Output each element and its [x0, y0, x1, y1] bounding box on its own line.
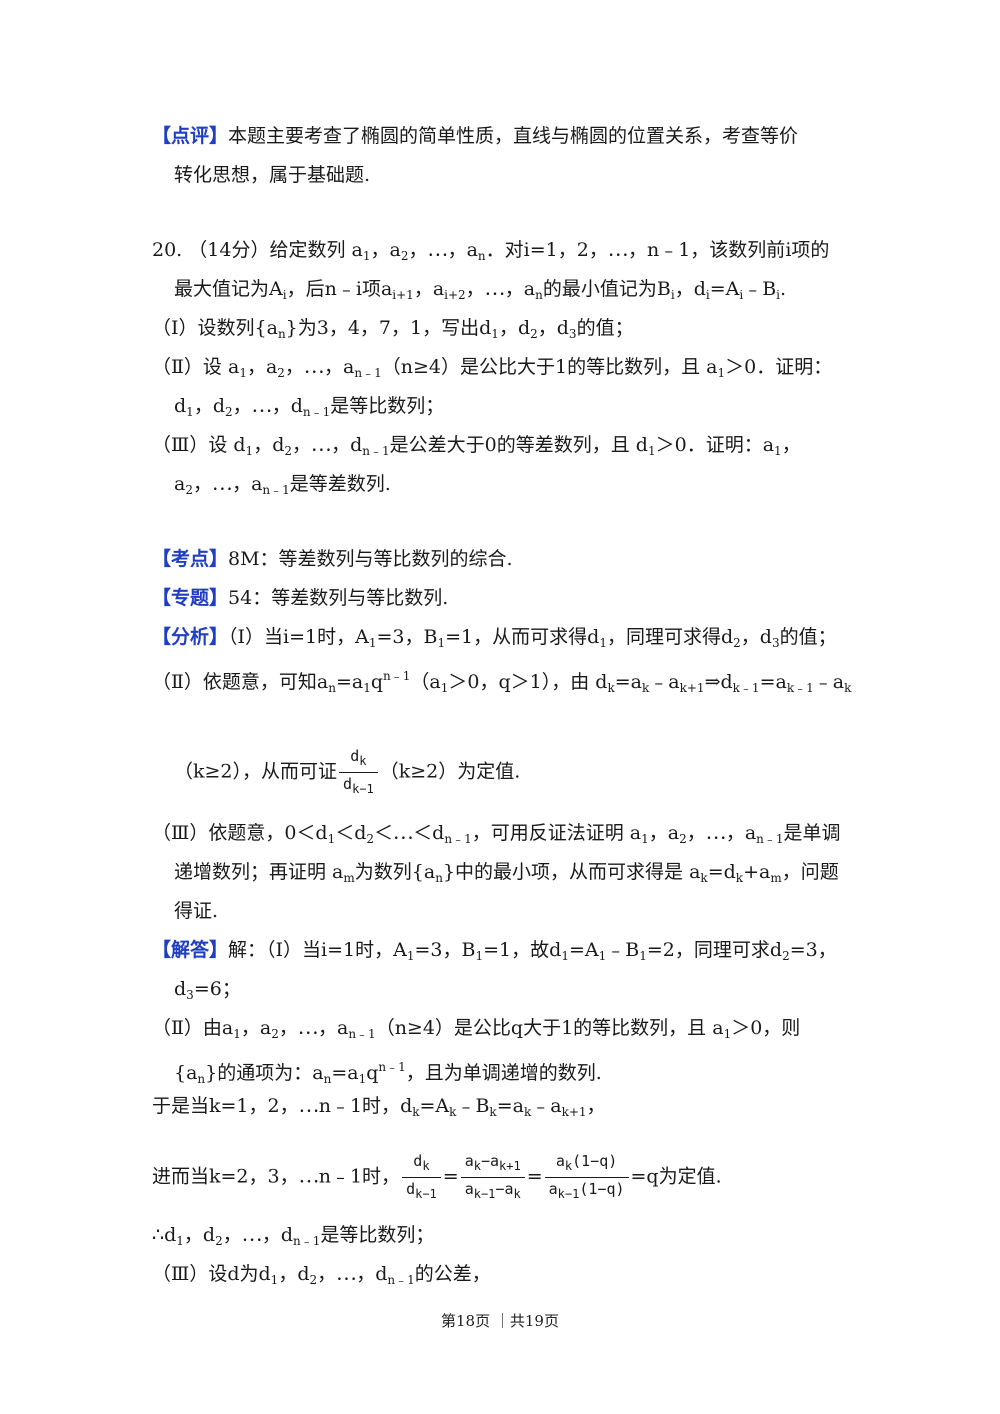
jieda-l6-a: 进而当k=2，3，⋯n﹣1时，: [152, 1165, 401, 1188]
problem-intro-d: 项的: [791, 239, 830, 261]
jieda-l4-b: ，且为单调递增的数列.: [405, 1062, 602, 1084]
jieda-l1-b: ，故: [511, 939, 550, 961]
jieda-line-8: （Ⅲ）设d为d1，d2，⋯，dn﹣1的公差，: [152, 1263, 491, 1287]
zhuanti-text: 54：等差数列与等比数列.: [228, 587, 449, 609]
jieda-l1-c: ，同理可求: [674, 939, 770, 961]
kaodian-line: 【考点】8M：等差数列与等比数列的综合.: [152, 546, 513, 572]
fenxi-tag: 【分析】: [152, 626, 229, 648]
fenxi-l3-a: （k≥2），从而可证: [174, 760, 338, 783]
problem-number: 20.: [152, 239, 183, 261]
jieda-l8-a: （Ⅲ）设d为: [152, 1263, 259, 1285]
jieda-line-1: 【解答】解：（Ⅰ）当i=1时，A1=3，B1=1，故d1=A1﹣B1=2，同理可…: [152, 939, 837, 963]
zhuanti-tag: 【专题】: [152, 587, 229, 609]
fenxi-l1-c: ，同理可求得: [606, 626, 721, 648]
jieda-l1-a: 解：（Ⅰ）当i=1时，: [228, 939, 394, 961]
jieda-line-7: ∴d1，d2，⋯，dn﹣1是等比数列；: [152, 1224, 435, 1248]
part-1-text: 设数列{a: [197, 317, 278, 339]
part-2-end: 证明：: [775, 356, 833, 378]
fenxi-l6: 得证.: [174, 900, 219, 922]
problem-intro-c: ，该数列前: [690, 239, 786, 261]
part-3-end: 证明：: [705, 434, 763, 456]
problem-part-1: （Ⅰ）设数列{an}为3，4，7，1，写出d1，d2，d3的值；: [152, 317, 634, 341]
part-3-rest: 是公差大于0的等差数列，且: [389, 434, 630, 456]
fenxi-l5-d: ，问题: [781, 861, 839, 883]
problem-max-d: 的最小值记为: [542, 278, 657, 300]
part-2-line-2: 是等比数列；: [330, 395, 445, 417]
problem-part-2-line-2: d1，d2，⋯，dn﹣1是等比数列；: [174, 395, 445, 419]
part-2-label: （Ⅱ）: [152, 356, 203, 378]
problem-intro: 给定数列: [269, 239, 346, 261]
part-1-end: 的值；: [576, 317, 634, 339]
kaodian-text: 8M：等差数列与等比数列的综合.: [228, 548, 513, 570]
kaodian-tag: 【考点】: [152, 548, 229, 570]
jieda-l6-b: =q为定值.: [630, 1165, 722, 1188]
comment-tag: 【点评】: [152, 125, 229, 147]
jieda-l3-c: ，则: [762, 1017, 801, 1039]
jieda-l4-a: }的通项为：: [205, 1062, 313, 1084]
fenxi-l5-b: 为数列{a: [354, 861, 436, 883]
fenxi-l3-b: （k≥2）为定值.: [379, 760, 521, 783]
fenxi-l2-b: ，由: [551, 671, 590, 693]
problem-max-b: ，后: [286, 278, 325, 300]
part-2-rest: （n≥4）是公比大于1的等比数列，且: [381, 356, 701, 378]
fenxi-l1-d: 的值；: [779, 626, 837, 648]
jieda-l3-b: （n≥4）是公比q大于1的等比数列，且: [375, 1017, 707, 1039]
zhuanti-line: 【专题】54：等差数列与等比数列.: [152, 585, 448, 611]
part-1-label: （Ⅰ）: [152, 317, 198, 339]
fenxi-line-2: （Ⅱ）依题意，可知an=a1qn﹣1（a1＞0，q＞1），由 dk=ak﹣ak+…: [152, 669, 852, 695]
jieda-l8-b: 的公差，: [414, 1263, 491, 1285]
fenxi-line-5: 递增数列；再证明 am为数列{an}中的最小项，从而可求得是 ak=dk+am，…: [174, 861, 839, 885]
problem-score: （14分）: [188, 239, 270, 261]
fenxi-line-1: 【分析】（Ⅰ）当i=1时，A1=3，B1=1，从而可求得d1，同理可求得d2，d…: [152, 626, 837, 650]
part-2-text: 设: [202, 356, 222, 378]
problem-part-2: （Ⅱ）设 a1，a2，⋯，an﹣1（n≥4）是公比大于1的等比数列，且 a1＞0…: [152, 356, 833, 380]
fenxi-l1-b: ，从而可求得: [473, 626, 588, 648]
page-footer: 第18页 ｜共19页: [441, 1312, 559, 1330]
fenxi-l4-b: ，可用反证法证明: [471, 822, 624, 844]
problem-intro-b: 对: [504, 239, 524, 261]
jieda-line-5: 于是当k=1，2，⋯n﹣1时，dk=Ak﹣Bk=ak﹣ak+1，: [152, 1095, 606, 1119]
comment-text-2: 转化思想，属于基础题.: [174, 164, 371, 186]
comment-line-2: 转化思想，属于基础题.: [174, 162, 370, 188]
part-1-rest: }为3，4，7，1，写出: [285, 317, 480, 339]
fenxi-line-4: （Ⅲ）依题意，0＜d1＜d2＜⋯＜dn﹣1，可用反证法证明 a1，a2，⋯，an…: [152, 822, 841, 846]
fenxi-l4-a: （Ⅲ）依题意，: [152, 822, 285, 844]
part-3-text: 设: [208, 434, 228, 456]
jieda-l7: 是等比数列；: [320, 1224, 435, 1246]
fenxi-l1-a: （Ⅰ）当i=1时，: [228, 626, 356, 648]
problem-part-3: （Ⅲ）设 d1，d2，⋯，dn﹣1是公差大于0的等差数列，且 d1＞0．证明：a…: [152, 434, 801, 458]
comment-line-1: 【点评】本题主要考查了椭圆的简单性质，直线与椭圆的位置关系，考查等价: [152, 123, 798, 149]
problem-part-3-line-2: a2，⋯，an﹣1是等差数列.: [174, 473, 391, 497]
part-3-line-2: 是等差数列.: [289, 473, 391, 495]
fenxi-l5-a: 递增数列；再证明: [174, 861, 327, 883]
jieda-line-4: {an}的通项为：an=a1qn﹣1，且为单调递增的数列.: [174, 1060, 602, 1086]
problem-line-2: 最大值记为Ai，后n﹣i项ai+1，ai+2，⋯，an的最小值记为Bi，di=A…: [174, 278, 787, 302]
comment-text-1: 本题主要考查了椭圆的简单性质，直线与椭圆的位置关系，考查等价: [228, 125, 799, 147]
jieda-l5-a: 于是当k=1，2，⋯n﹣1时，: [152, 1095, 401, 1117]
jieda-line-3: （Ⅱ）由a1，a2，⋯，an﹣1（n≥4）是公比q大于1的等比数列，且 a1＞0…: [152, 1017, 801, 1041]
fenxi-line-6: 得证.: [174, 898, 218, 924]
jieda-l3-a: （Ⅱ）由: [152, 1017, 222, 1039]
part-3-label: （Ⅲ）: [152, 434, 209, 456]
fenxi-l5-c: }中的最小项，从而可求得是: [442, 861, 684, 883]
problem-max-c: 项: [361, 278, 381, 300]
jieda-line-2: d3=6；: [174, 978, 241, 1002]
fenxi-l2-a: （Ⅱ）依题意，可知: [152, 671, 317, 693]
fraction-ak-q: ak(1−q)ak−1(1−q): [544, 1150, 629, 1205]
problem-max-a: 最大值记为: [174, 278, 270, 300]
problem-line-1: 20. （14分）给定数列 a1，a2，⋯，an．对i=1，2，⋯，n﹣1，该数…: [152, 239, 830, 263]
jieda-tag: 【解答】: [152, 939, 229, 961]
fenxi-l4-c: 是单调: [783, 822, 841, 844]
